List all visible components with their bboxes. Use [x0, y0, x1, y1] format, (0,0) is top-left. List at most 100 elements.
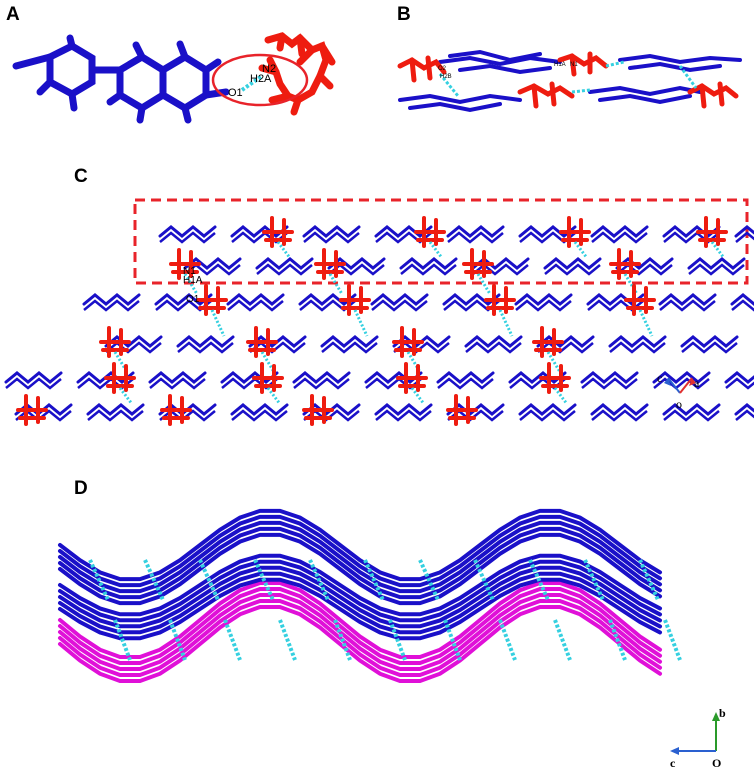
red-molecule-a	[258, 32, 336, 116]
blue-chain-segment	[663, 409, 720, 422]
blue-chain-segment	[465, 341, 522, 354]
blue-chain-segment	[230, 225, 289, 238]
hbond	[388, 619, 407, 661]
hbond-a	[240, 74, 264, 92]
red-unit	[252, 362, 284, 394]
label-o2-b: O2	[438, 66, 447, 72]
red-unit	[246, 326, 278, 358]
hbond	[608, 619, 627, 661]
blue-chain-segment	[590, 403, 649, 416]
label-n2-a: N2	[262, 63, 276, 75]
blue-chain-segment	[536, 335, 595, 348]
label-n1-b: N1	[570, 62, 578, 68]
red-unit	[314, 248, 346, 280]
hbond	[266, 387, 282, 405]
hbond	[198, 559, 220, 601]
hbond	[638, 559, 660, 601]
red-unit	[392, 326, 424, 358]
blue-chain-segment	[293, 377, 350, 390]
hbond	[210, 309, 226, 337]
blue-chain-segment	[375, 409, 432, 422]
red-unit	[539, 362, 571, 394]
blue-chain-segment	[321, 341, 378, 354]
blue-chain-segment	[158, 225, 217, 238]
blue-chain-segment	[447, 231, 504, 244]
panel-b-letter: B	[397, 4, 411, 25]
axis-label-a: a	[694, 376, 700, 390]
blue-chain-segment	[298, 293, 357, 306]
blue-chain-segment	[177, 341, 234, 354]
hbond	[553, 387, 569, 405]
highlight-ellipse-a	[211, 53, 309, 107]
hbond	[498, 309, 514, 337]
blue-chain-segment	[616, 263, 673, 276]
hbond	[308, 559, 330, 601]
blue-chain-segment	[442, 293, 501, 306]
red-unit	[396, 362, 428, 394]
hbond	[118, 387, 134, 405]
blue-chain-segment	[320, 335, 379, 348]
hbond	[418, 559, 440, 601]
blue-chain-segment	[437, 377, 494, 390]
red-unit	[99, 326, 131, 358]
axis-label-c: c	[657, 371, 663, 385]
blue-chain-segment	[518, 225, 577, 238]
blue-chain-segment	[581, 377, 638, 390]
blue-chain-segment	[399, 257, 458, 270]
hbond	[253, 559, 275, 601]
blue-chain-segment	[591, 231, 648, 244]
blue-chain-segment	[154, 293, 213, 306]
axis-a-arrow	[679, 377, 693, 394]
hbond	[473, 559, 495, 601]
blue-chain-segment	[148, 371, 207, 384]
blue-chain-segment	[371, 299, 428, 312]
hbond	[276, 241, 292, 259]
blue-chain-segment	[735, 409, 754, 421]
hbond	[353, 309, 369, 337]
hbond	[710, 241, 726, 259]
blue-chain-segment	[608, 335, 667, 348]
blue-chain-segment	[591, 409, 648, 422]
label-h1a-b: H1A	[554, 62, 566, 68]
blue-chain-segment	[436, 371, 495, 384]
red-unit	[169, 248, 201, 280]
blue-chain-segment	[370, 293, 429, 306]
blue-chain-segment	[400, 263, 457, 276]
blue-chain-segment	[518, 403, 577, 416]
blue-chain-segment	[159, 231, 216, 244]
hbond	[363, 559, 385, 601]
hbond	[88, 559, 110, 601]
blue-chain-segment	[220, 371, 279, 384]
red-unit	[696, 216, 728, 248]
hbond	[663, 619, 682, 661]
blue-chain-segment	[687, 257, 746, 270]
red-unit	[532, 326, 564, 358]
blue-chain-segment	[580, 371, 639, 384]
blue-chain-segment	[303, 231, 360, 244]
blue-chain-segment	[255, 257, 314, 270]
blue-chain-segment	[4, 371, 63, 384]
blue-molecules-b	[398, 49, 742, 113]
blue-chain-segment	[730, 293, 754, 306]
label-o1-a: O1	[228, 87, 243, 99]
blue-chain-segment	[183, 257, 242, 270]
blue-chain-segment	[231, 409, 288, 422]
hbond	[223, 619, 242, 661]
panel-c-letter: C	[74, 166, 88, 187]
hbond	[428, 241, 444, 259]
hbond	[113, 619, 132, 661]
axis-label-o: o	[676, 397, 682, 411]
axis-label-o-d: O	[712, 756, 722, 770]
blue-chain-segment	[514, 293, 573, 306]
red-unit	[104, 362, 136, 394]
hbond	[498, 619, 517, 661]
blue-chain-segment	[537, 341, 594, 354]
red-unit	[302, 394, 334, 426]
blue-chain-segment	[662, 225, 721, 238]
panel-a-letter: A	[6, 4, 20, 25]
highlight-box-c	[133, 198, 749, 285]
blue-chain-segment	[105, 341, 162, 354]
blue-chain-segment	[680, 335, 739, 348]
